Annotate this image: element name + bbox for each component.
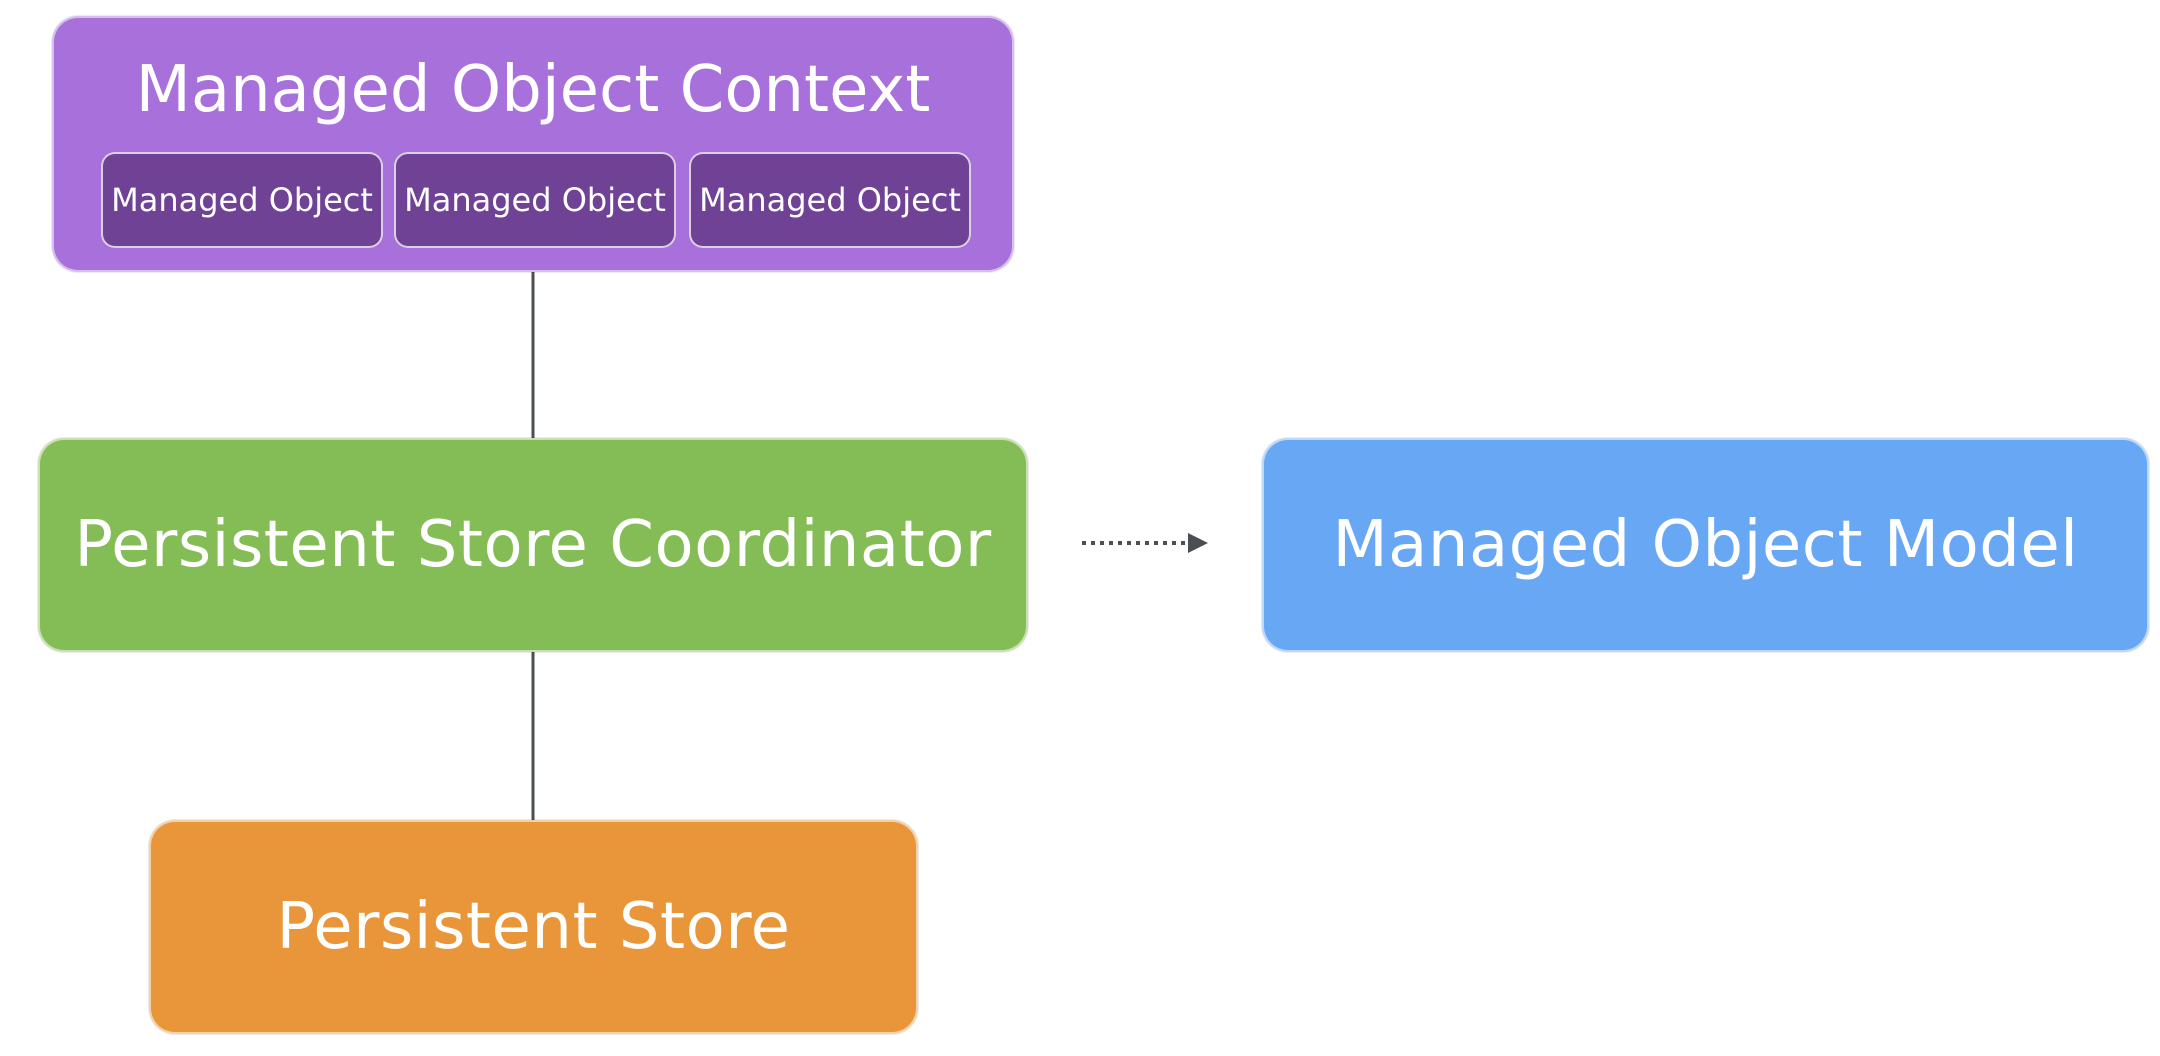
managed-object-model-label: Managed Object Model xyxy=(1332,508,2079,582)
coordinator-to-model-arrowhead xyxy=(1188,533,1208,553)
managed-object-context-box[interactable]: Managed Object Context Managed Object Ma… xyxy=(52,16,1014,272)
managed-object-box[interactable]: Managed Object xyxy=(394,152,676,248)
managed-object-context-title: Managed Object Context xyxy=(135,53,931,127)
managed-object-box[interactable]: Managed Object xyxy=(101,152,383,248)
persistent-store-box[interactable]: Persistent Store xyxy=(149,820,918,1034)
managed-object-label: Managed Object xyxy=(699,181,961,219)
managed-object-label: Managed Object xyxy=(111,181,373,219)
managed-object-label: Managed Object xyxy=(404,181,666,219)
managed-object-box[interactable]: Managed Object xyxy=(689,152,971,248)
persistent-store-label: Persistent Store xyxy=(276,890,791,964)
persistent-store-coordinator-label: Persistent Store Coordinator xyxy=(74,508,992,582)
persistent-store-coordinator-box[interactable]: Persistent Store Coordinator xyxy=(38,438,1028,652)
managed-object-model-box[interactable]: Managed Object Model xyxy=(1262,438,2149,652)
